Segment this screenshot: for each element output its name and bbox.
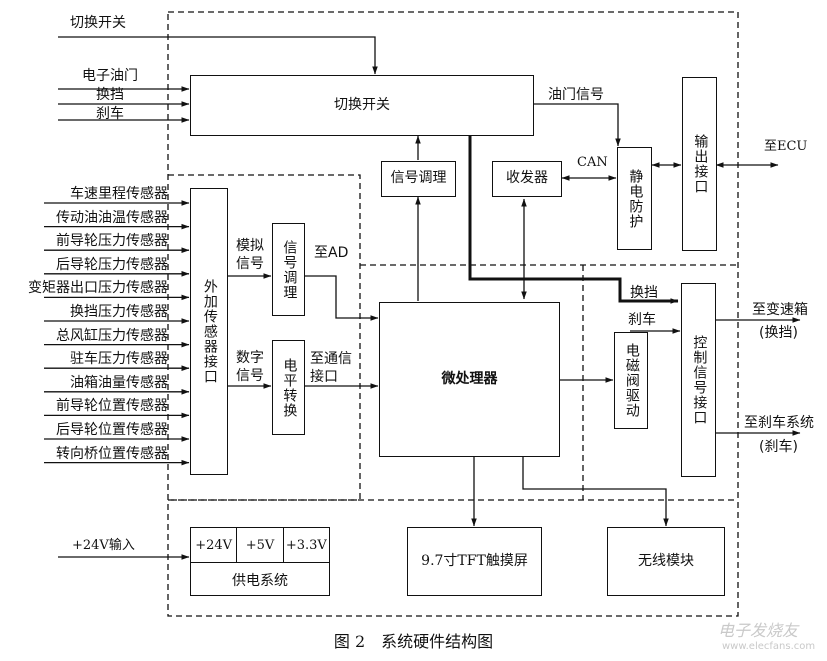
- power-input-label: +24V输入: [72, 538, 135, 553]
- sensor-label: 后导轮压力传感器: [56, 256, 168, 273]
- to-gearbox-label: 至变速箱: [752, 302, 808, 318]
- can-label: CAN: [577, 155, 608, 170]
- power-5v-cell: +5V: [236, 528, 282, 562]
- to-comm-label: 至通信接口: [310, 351, 352, 385]
- to-ecu-label: 至ECU: [764, 139, 808, 154]
- digital-signal-label: 数字信号: [236, 350, 264, 384]
- sensor-label: 车速里程传感器: [70, 186, 168, 202]
- input-shift-label: 换挡: [96, 87, 124, 103]
- transceiver-box: 收发器: [492, 161, 562, 197]
- sensor-label: 驻车压力传感器: [70, 351, 168, 368]
- sensor-label: 总风缸压力传感器: [56, 327, 168, 344]
- arrow-wireless: [522, 456, 669, 527]
- analog-signal-label: 模拟信号: [236, 238, 264, 272]
- power-supply-box: +24V +5V +3.3V 供电系统: [190, 527, 330, 596]
- watermark-url: www.elecfans.com: [722, 641, 816, 652]
- sensor-label: 油箱油量传感器: [70, 374, 168, 391]
- throttle-signal-label: 油门信号: [548, 87, 604, 103]
- sensor-label: 前导轮压力传感器: [56, 233, 168, 250]
- sensor-label: 后导轮位置传感器: [56, 422, 168, 438]
- outer-dashed-boundary: [167, 11, 739, 617]
- microprocessor-box: 微处理器: [379, 302, 560, 457]
- shift-label: 换挡: [630, 285, 658, 301]
- arrow-to-ad: [305, 275, 379, 321]
- to-brake-system-label: 至刹车系统: [744, 415, 814, 431]
- wireless-module-box: 无线模块: [607, 527, 725, 596]
- arrow-throttle-signal: [534, 103, 621, 147]
- sensor-label: 变矩器出口压力传感器: [28, 280, 168, 297]
- watermark-brand: 电子发烧友: [718, 621, 799, 640]
- signal-conditioning-2-box: 信号调理: [272, 223, 305, 316]
- input-brake-label: 刹车: [96, 106, 124, 122]
- to-ad-label: 至AD: [314, 245, 349, 261]
- gearbox-sub-label: (换挡): [759, 325, 798, 341]
- level-conversion-box: 电平转换: [272, 340, 305, 435]
- tft-touchscreen-box: 9.7寸TFT触摸屏: [407, 527, 542, 596]
- switch-box: 切换开关: [190, 75, 534, 136]
- brake-sub-label: (刹车): [759, 439, 798, 455]
- sensor-interface-box: 外加传感器接口: [190, 188, 228, 475]
- control-signal-interface-box: 控制信号接口: [681, 283, 716, 477]
- sensor-label: 前导轮位置传感器: [56, 398, 168, 415]
- sensor-label: 转向桥位置传感器: [56, 445, 168, 462]
- power-24v-cell: +24V: [195, 537, 233, 553]
- sensor-label: 换挡压力传感器: [70, 304, 168, 320]
- signal-conditioning-box: 信号调理: [381, 161, 456, 197]
- power-system-label: 供电系统: [232, 572, 288, 589]
- arrow-shift-bold: [468, 136, 679, 304]
- sensor-label: 传动油油温传感器: [56, 209, 168, 226]
- output-interface-box: 输出接口: [682, 77, 717, 251]
- static-protection-box: 静电防护: [617, 147, 652, 250]
- input-throttle-label: 电子油门: [82, 68, 138, 84]
- figure-caption: 图 2 系统硬件结构图: [333, 632, 494, 651]
- power-3v3-cell: +3.3V: [282, 528, 329, 562]
- input-switch-label: 切换开关: [70, 15, 126, 31]
- brake-label: 刹车: [628, 312, 656, 328]
- arrow-switch-input: [58, 36, 378, 75]
- solenoid-driver-box: 电磁阀驱动: [614, 332, 648, 429]
